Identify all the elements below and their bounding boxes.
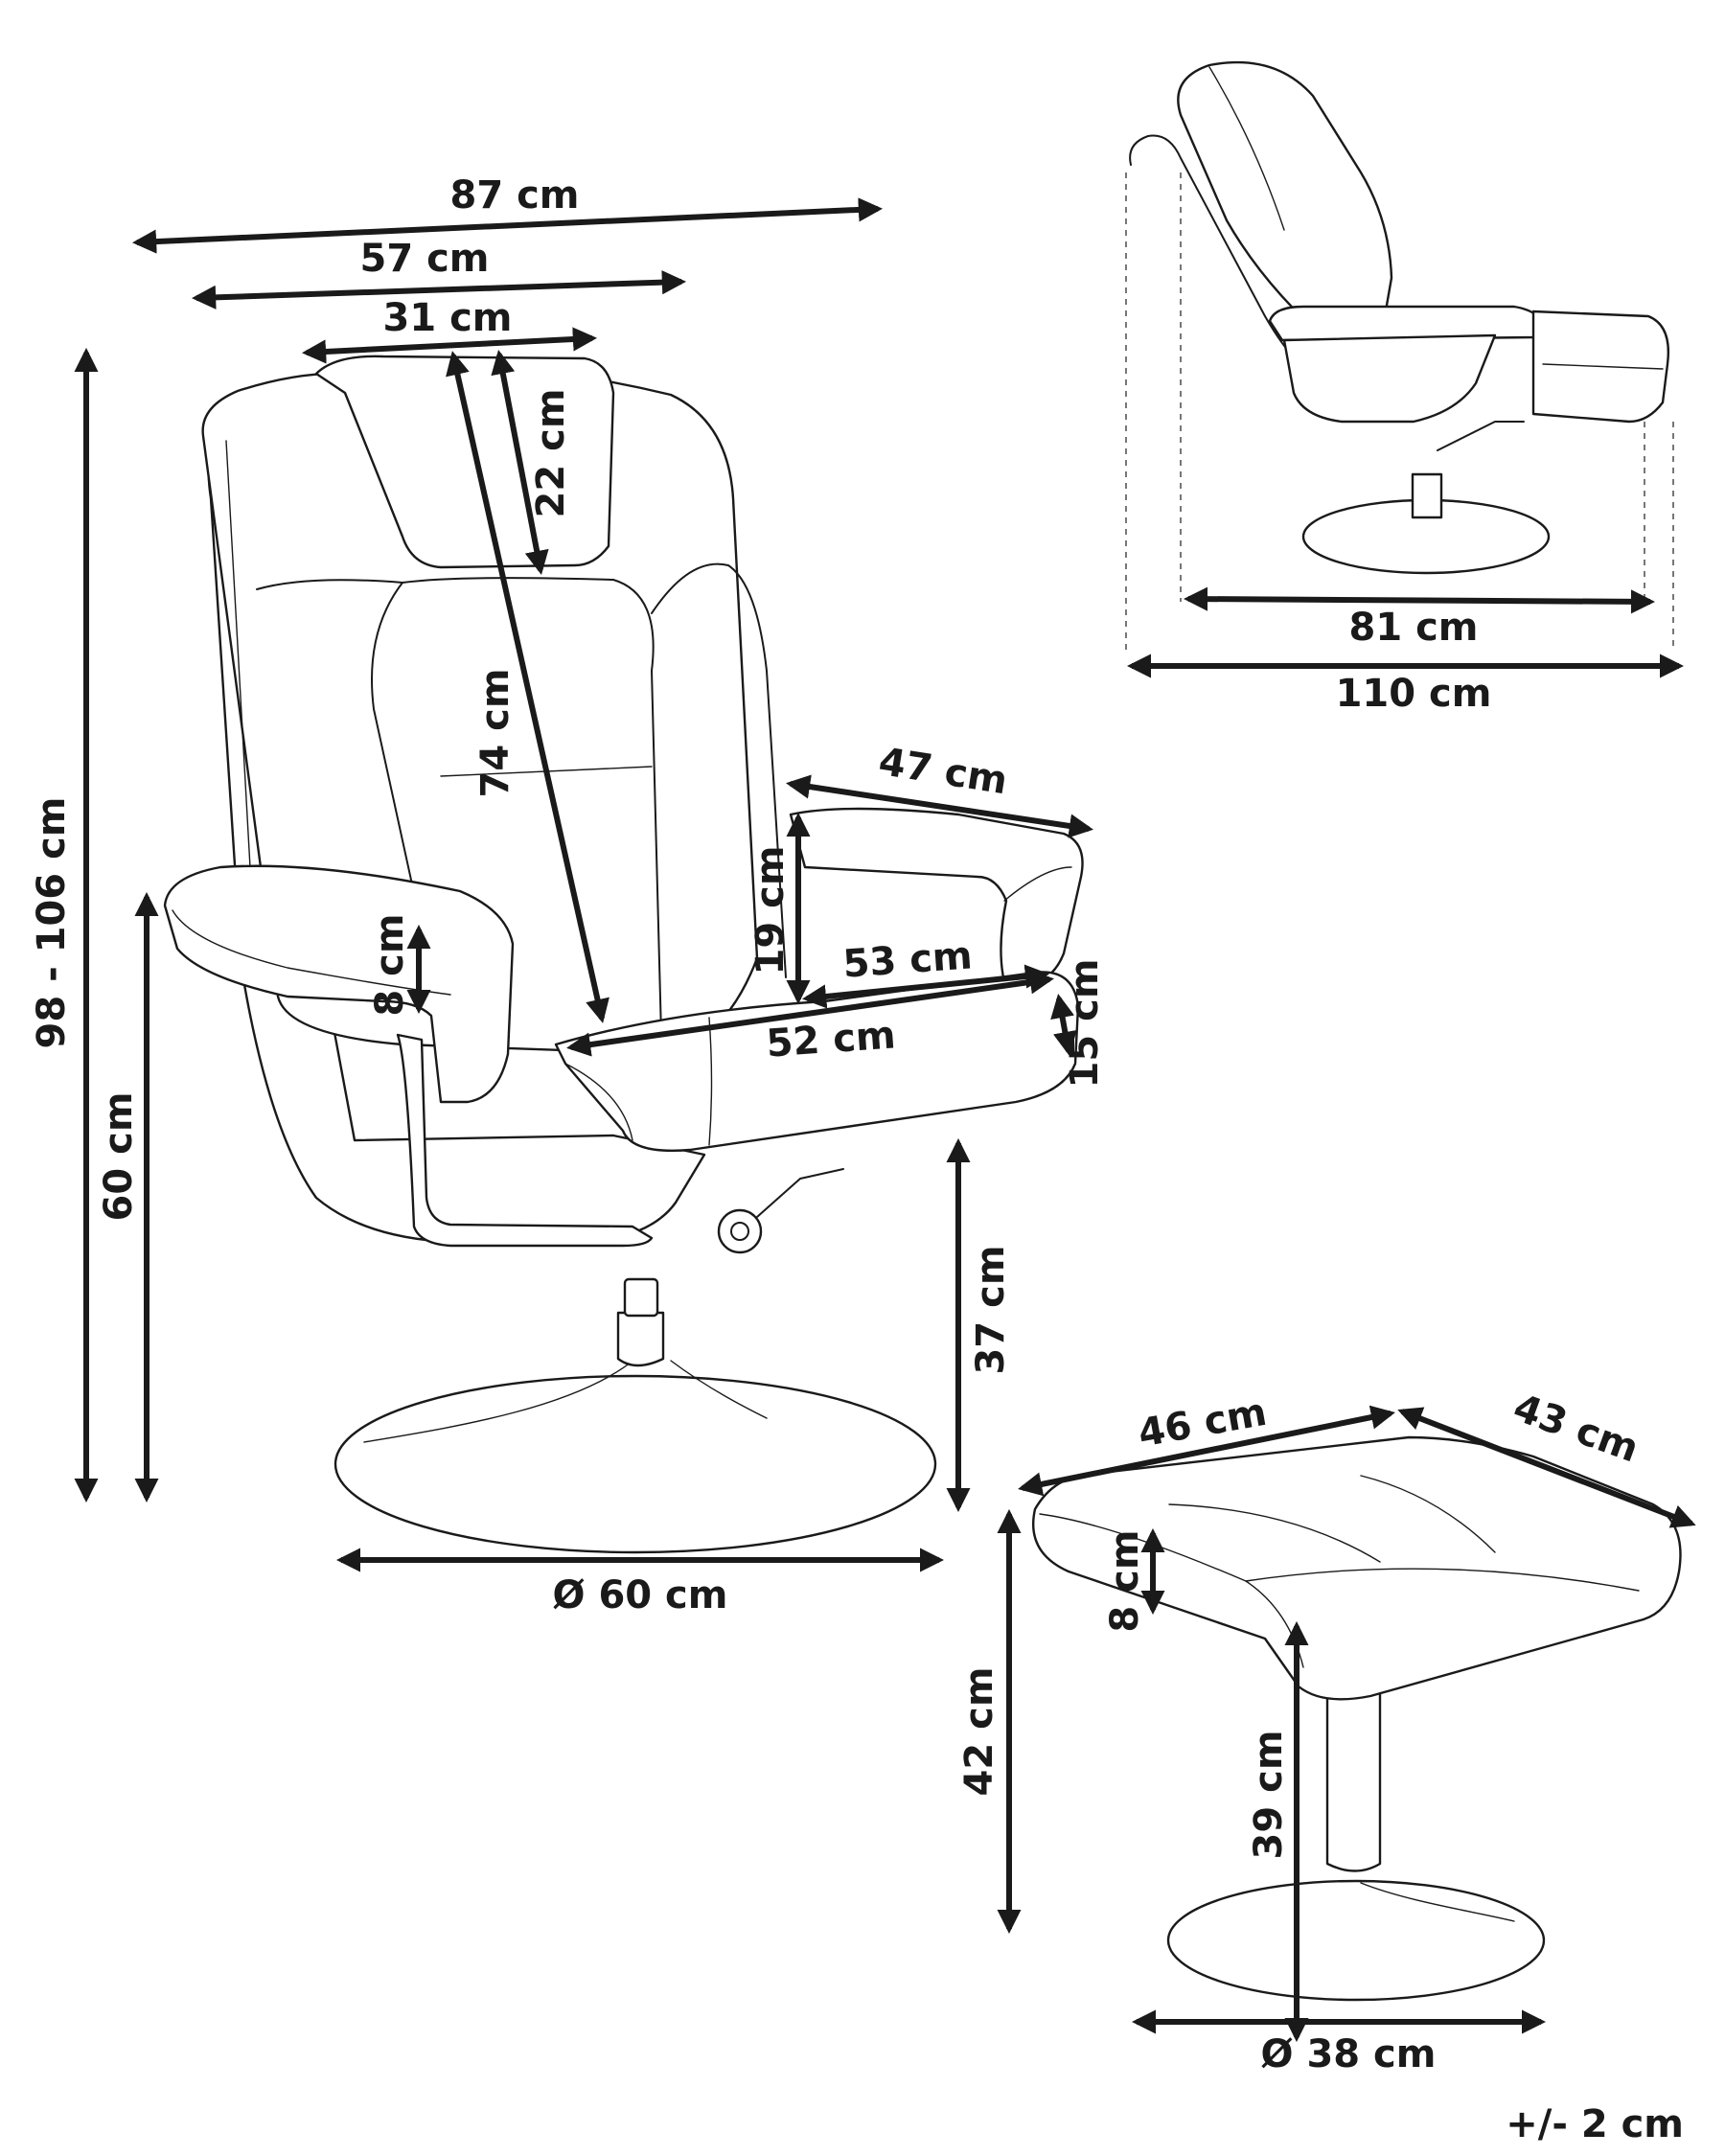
side-footrest-seam — [1542, 363, 1664, 370]
chair-pedestal-collar — [623, 1277, 659, 1318]
arrow-52 — [566, 970, 1054, 1057]
arrow-15 — [1050, 994, 1077, 1056]
label-stool-base: Ø 38 cm — [1261, 2032, 1437, 2076]
stool-piping-side — [1245, 1568, 1640, 1592]
dimension-labels: 87 cm 57 cm 31 cm 22 cm 74 cm 98 - 106 c… — [30, 173, 1684, 2146]
arrow-46 — [1018, 1405, 1395, 1497]
label-81: 81 cm — [1349, 606, 1479, 650]
tolerance-note: +/- 2 cm — [1506, 2102, 1684, 2146]
label-37: 37 cm — [969, 1246, 1013, 1375]
chair-base-highlight — [363, 1358, 636, 1443]
label-46: 46 cm — [1135, 1390, 1270, 1456]
arrow-81 — [1183, 586, 1656, 614]
arrow-47 — [786, 774, 1093, 838]
side-back — [1177, 60, 1393, 347]
stool-tuft-1 — [1168, 1503, 1381, 1563]
label-87: 87 cm — [450, 173, 580, 218]
label-arm-8: 8 cm — [368, 913, 412, 1016]
arrow-87 — [131, 197, 884, 254]
label-60: 60 cm — [97, 1092, 141, 1222]
back-panel-right — [651, 562, 787, 978]
label-47: 47 cm — [876, 740, 1011, 804]
side-pedestal — [1411, 472, 1443, 519]
label-stool-8: 8 cm — [1103, 1529, 1147, 1632]
seat-front-edge — [564, 1063, 633, 1141]
label-53: 53 cm — [841, 933, 974, 986]
side-view-drawing — [1125, 60, 1674, 652]
side-seat — [1282, 333, 1497, 424]
label-height-total: 98 - 106 cm — [30, 797, 74, 1049]
label-39: 39 cm — [1247, 1731, 1291, 1860]
dimension-arrows — [74, 197, 1696, 2043]
stool-pedestal — [1325, 1680, 1382, 1872]
side-armrest — [1268, 305, 1547, 342]
arrow-57 — [191, 270, 687, 310]
label-19: 19 cm — [748, 846, 793, 975]
side-mechanism — [1437, 421, 1525, 451]
chair-pedestal — [616, 1311, 665, 1367]
arrow-74 — [446, 351, 610, 1023]
chair-base-highlight-2 — [670, 1360, 768, 1419]
label-42: 42 cm — [957, 1667, 1001, 1797]
label-74: 74 cm — [473, 669, 518, 798]
back-panel-center — [402, 577, 662, 1036]
stool-base-disc — [1166, 1879, 1546, 2002]
recline-knob-center — [730, 1222, 749, 1241]
footstool-drawing — [1032, 1435, 1682, 2002]
label-31: 31 cm — [383, 296, 513, 340]
label-base-60: Ø 60 cm — [553, 1573, 728, 1617]
label-15: 15 cm — [1063, 959, 1107, 1089]
label-57: 57 cm — [360, 237, 490, 281]
right-arm-piping — [1003, 866, 1072, 902]
recline-lever — [756, 1168, 844, 1218]
arrow-31 — [301, 327, 598, 364]
label-52: 52 cm — [765, 1013, 897, 1066]
arrow-43 — [1397, 1407, 1696, 1528]
stool-base-highlight — [1360, 1882, 1515, 1922]
label-110: 110 cm — [1336, 672, 1492, 716]
chair-base-disc — [334, 1374, 937, 1554]
chair-arm-support — [396, 1033, 654, 1248]
recline-knob — [717, 1208, 763, 1254]
label-22: 22 cm — [529, 389, 573, 518]
side-back-seam — [1208, 66, 1285, 231]
